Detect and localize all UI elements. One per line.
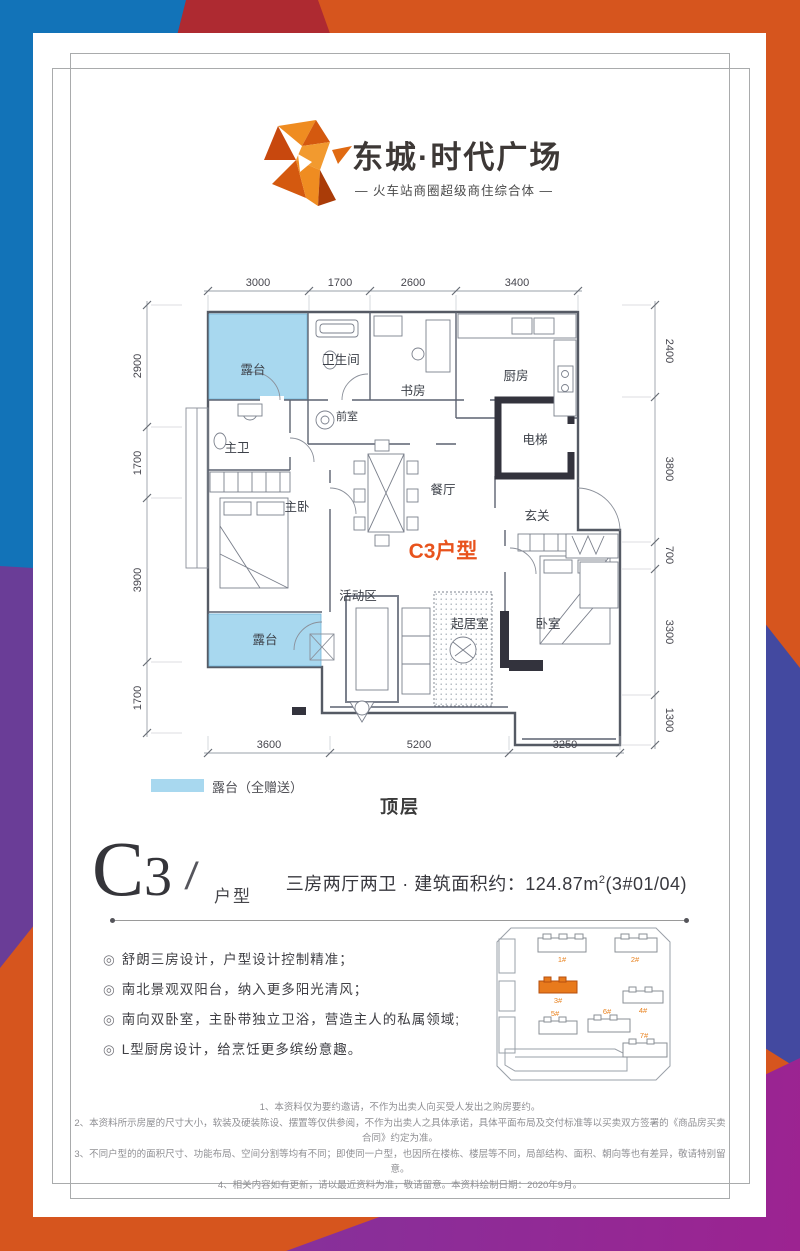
svg-text:700: 700 <box>663 546 675 564</box>
terrace-top-area <box>208 313 308 400</box>
separator-line <box>113 920 686 921</box>
svg-text:2#: 2# <box>631 955 640 964</box>
site-boundary <box>496 927 671 1081</box>
foyer-cabinet <box>565 533 619 609</box>
room-label-study: 书房 <box>400 383 425 398</box>
room-label-terrace-bottom: 露台 <box>252 632 277 647</box>
site-building-highlighted <box>538 980 578 994</box>
disclaimer-line: 1、本资料仅为要约邀请，不作为出卖人向买受人发出之购房要约。 <box>259 1102 541 1113</box>
terrace-bottom-area <box>208 613 322 667</box>
svg-text:2400: 2400 <box>663 339 675 363</box>
unit-tag: C3户型 <box>409 539 478 563</box>
site-plan: 1# 2# 3# 4# 5# 6# 7# <box>496 927 671 1081</box>
room-labels: 露台 卫生间 书房 厨房 前室 电梯 主卫 主卧 餐厅 玄关 活动区 起居室 卧… <box>224 353 560 647</box>
site-side-structures <box>498 938 628 1072</box>
room-label-kitchen: 厨房 <box>503 368 528 383</box>
inner-frame-inner <box>52 68 750 1184</box>
unit-code-digit: 3 <box>144 846 173 908</box>
svg-text:1300: 1300 <box>663 708 675 732</box>
svg-text:5#: 5# <box>551 1009 560 1018</box>
room-label-terrace-top: 露台 <box>240 362 265 377</box>
feature-item: ◎南向双卧室，主卧带独立卫浴，营造主人的私属领域; <box>103 1012 461 1027</box>
study-furniture <box>373 315 451 373</box>
room-label-master-bedroom: 主卧 <box>284 500 309 514</box>
feature-item: ◎南北景观双阳台，纳入更多阳光清风； <box>103 982 369 997</box>
svg-text:3400: 3400 <box>505 277 529 289</box>
room-label-foyer: 玄关 <box>524 508 549 523</box>
kitchen-counter <box>457 313 577 417</box>
unit-code: C3 <box>92 830 173 909</box>
bullet-icon: ◎ <box>103 1042 116 1057</box>
room-label-bathroom: 卫生间 <box>322 353 360 367</box>
brand-title: 东城·时代广场 <box>352 140 563 175</box>
svg-text:4#: 4# <box>639 1006 648 1015</box>
room-label-master-bath: 主卫 <box>224 441 249 455</box>
svg-text:3#: 3# <box>554 996 563 1005</box>
site-buildings <box>537 933 668 1058</box>
room-label-living: 起居室 <box>451 616 489 631</box>
svg-text:3000: 3000 <box>246 277 270 289</box>
unit-spec-main: 三房两厅两卫 · 建筑面积约：124.87m <box>285 874 599 894</box>
disclaimer: 1、本资料仅为要约邀请，不作为出卖人向买受人发出之购房要约。 2、本资料所示房屋… <box>70 1100 730 1193</box>
legend-terrace-swatch <box>151 779 204 792</box>
door-arcs <box>251 371 621 651</box>
unit-spec: 三房两厅两卫 · 建筑面积约：124.87m2(3#01/04) <box>286 870 687 896</box>
room-label-bedroom: 卧室 <box>535 616 560 631</box>
disclaimer-line: 4、相关内容如有更新，请以最近资料为准，敬请留意。本资料绘制日期：2020年9月… <box>217 1179 583 1191</box>
room-label-elevator: 电梯 <box>522 433 547 447</box>
room-label-dining: 餐厅 <box>430 482 455 497</box>
dimension-lines: 3000 1700 2600 3400 2900 1700 3900 1700 … <box>132 277 675 758</box>
unit-spec-tail: (3#01/04) <box>605 874 687 894</box>
brand-tagline: — 火车站商圈超级商住综合体 — <box>355 184 553 198</box>
floor-plan: 3000 1700 2600 3400 2900 1700 3900 1700 … <box>132 277 675 758</box>
disclaimer-line: 3、不同户型的的面积尺寸、功能布局、空间分割等均有不同；即使同一户型，也因所在楼… <box>74 1148 726 1176</box>
unit-spec-sup: 2 <box>598 874 606 886</box>
bay-window <box>185 407 209 569</box>
feature-list: ◎舒朗三房设计，户型设计控制精准； ◎南北景观双阳台，纳入更多阳光清风； ◎南向… <box>103 948 460 1068</box>
bullet-icon: ◎ <box>103 982 116 997</box>
disclaimer-line: 2、本资料所示房屋的尺寸大小，软装及硬装陈设、摆置等仅供参阅，不作为出卖人之具体… <box>74 1117 726 1145</box>
master-bedroom-furniture <box>209 471 291 589</box>
site-building-labels: 1# 2# 3# 4# 5# 6# 7# <box>551 955 649 1040</box>
svg-text:1700: 1700 <box>132 451 144 475</box>
svg-text:1700: 1700 <box>132 686 144 710</box>
svg-text:7#: 7# <box>640 1031 649 1040</box>
feature-item: ◎L型厨房设计，给烹饪更多缤纷意趣。 <box>103 1042 363 1057</box>
bathroom-fixtures <box>315 319 359 370</box>
inner-frame-outer <box>70 53 730 1199</box>
bullet-icon: ◎ <box>103 1012 116 1027</box>
ac-unit <box>309 633 335 661</box>
floor-label: 顶层 <box>380 797 420 817</box>
structural-column <box>292 707 306 715</box>
svg-text:6#: 6# <box>603 1007 612 1016</box>
svg-text:2900: 2900 <box>132 354 144 378</box>
room-label-activity: 活动区 <box>339 589 377 603</box>
legend-label: 露台（全赠送） <box>212 780 304 795</box>
svg-text:3600: 3600 <box>257 739 281 751</box>
room-label-front-room: 前室 <box>336 409 358 423</box>
svg-text:3800: 3800 <box>663 457 675 481</box>
activity-area-furniture <box>345 591 493 723</box>
svg-text:3900: 3900 <box>132 568 144 592</box>
svg-text:1#: 1# <box>558 955 567 964</box>
separator-dot-left <box>110 918 115 923</box>
svg-text:5200: 5200 <box>407 739 431 751</box>
unit-code-letter: C <box>92 825 145 912</box>
unit-type-label: 户型 <box>214 887 252 906</box>
structural-wall <box>500 611 509 668</box>
bullet-icon: ◎ <box>103 952 116 967</box>
separator-dot-right <box>684 918 689 923</box>
feature-item: ◎舒朗三房设计，户型设计控制精准； <box>103 952 354 967</box>
svg-text:3300: 3300 <box>663 620 675 644</box>
svg-text:2600: 2600 <box>401 277 425 289</box>
svg-text:3250: 3250 <box>553 739 577 751</box>
structural-wall-stub <box>509 660 543 671</box>
master-bath-fixtures <box>213 403 263 450</box>
brand-logo-icon <box>264 120 352 206</box>
washer <box>315 410 335 430</box>
dining-set <box>353 439 419 547</box>
svg-text:1700: 1700 <box>328 277 352 289</box>
